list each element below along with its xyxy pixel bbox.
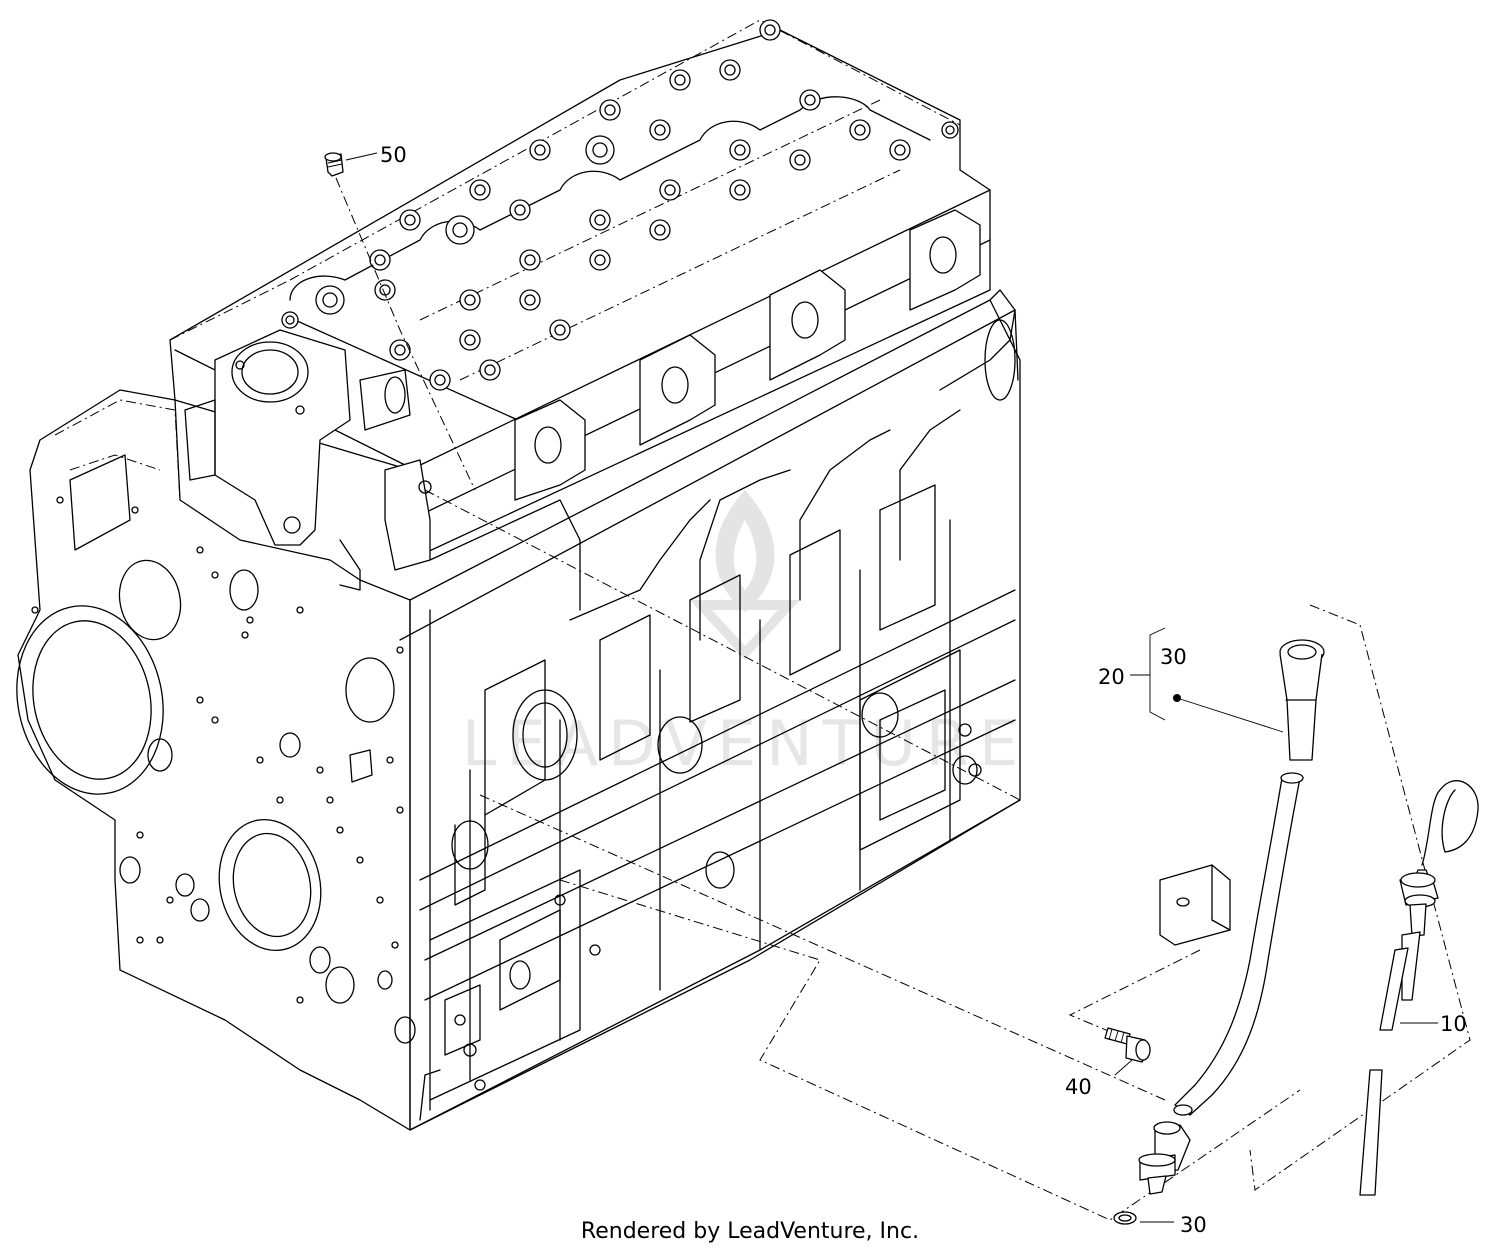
cylinder-head — [169, 19, 991, 591]
part-30-o-ring: 30 — [1113, 1211, 1207, 1237]
callout-50: 50 — [380, 143, 407, 167]
front-bolt-holes — [31, 496, 404, 1004]
engine-block — [16, 289, 1021, 1131]
rendered-by-credit: Rendered by LeadVenture, Inc. — [581, 1219, 919, 1244]
head-bolt-bosses — [281, 19, 959, 391]
part-20-dipstick-tube: 20 30 — [424, 489, 1325, 1221]
callout-20: 20 — [1098, 665, 1125, 689]
leadventure-watermark: LEADVENTURE — [462, 490, 1028, 780]
callout-40: 40 — [1065, 1075, 1092, 1099]
part-10-dipstick: 10 — [1359, 780, 1479, 1196]
callout-30-top: 30 — [1160, 645, 1187, 669]
part-50-plug: 50 — [324, 143, 476, 491]
part-40-bolt: 40 — [1065, 1027, 1151, 1099]
watermark-text: LEADVENTURE — [462, 707, 1028, 780]
callout-30-bottom: 30 — [1180, 1213, 1207, 1237]
dipstick-bounding-frame — [1249, 604, 1471, 1191]
callout-10: 10 — [1440, 1012, 1467, 1036]
